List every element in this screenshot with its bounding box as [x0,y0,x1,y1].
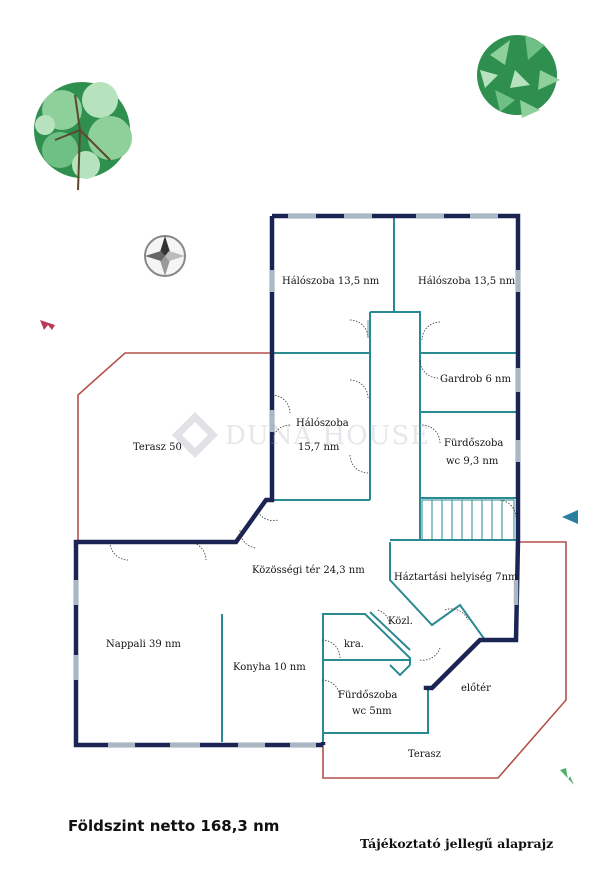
windows [73,213,521,748]
room-label: 15,7 nm [298,442,340,453]
room-label: Konyha 10 nm [233,662,306,673]
room-label: wc 9,3 nm [446,456,499,467]
room-label: Hálószoba [296,418,349,429]
compass-icon [144,235,186,277]
duna-house-logo-icon [172,412,218,458]
room-label: előtér [461,683,491,694]
entrance-arrow-icon [560,768,574,785]
watermark-text: DUNA HOUSE [225,421,430,451]
room-label: Közösségi tér 24,3 nm [252,565,365,576]
room-label: Terasz [408,749,441,760]
floor-area-title: Földszint netto 168,3 nm [68,817,279,835]
room-label: Nappali 39 nm [106,639,181,650]
room-label: kra. [344,639,364,650]
room-label: Hálószoba 13,5 nm [418,276,516,287]
room-label: Hálószoba 13,5 nm [282,276,380,287]
room-label: Fürdőszoba [444,438,503,449]
north-arrow-icon [40,320,55,330]
room-label: Fürdőszoba [338,690,397,701]
stairs [421,499,515,541]
entrance-arrow-icon [562,510,578,524]
room-label: Gardrob 6 nm [440,374,511,385]
room-label: Terasz 50 [133,442,182,453]
room-label: Közl. [388,616,413,627]
room-labels: Hálószoba 13,5 nm Hálószoba 13,5 nm Gard… [106,276,518,760]
tree-icon [477,35,560,118]
disclaimer-note: Tájékoztató jellegű alaprajz [360,836,553,851]
interior-walls [221,216,516,742]
room-label: wc 5nm [352,706,392,717]
terrace-outline [77,352,567,779]
room-label: Háztartási helyiség 7nm [394,572,518,583]
tree-icon [34,82,132,191]
door-swings [109,319,517,699]
